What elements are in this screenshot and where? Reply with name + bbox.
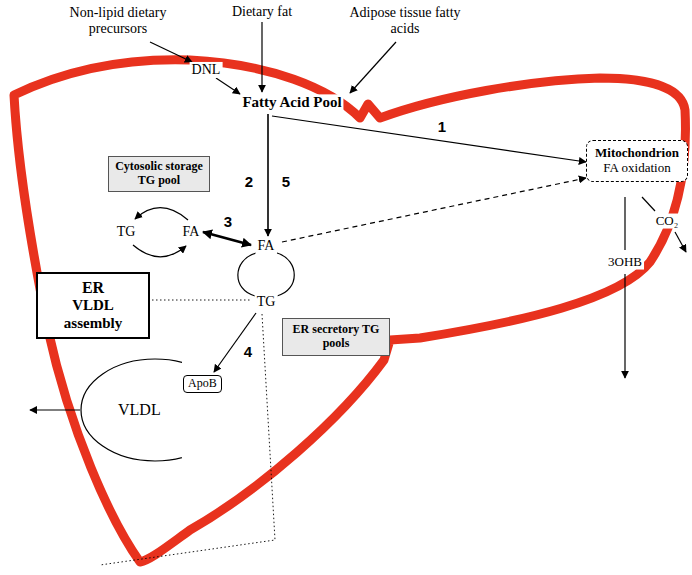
- node-text: VLDL: [118, 401, 161, 419]
- callout-number: 3: [222, 213, 234, 230]
- input-arrow: [261, 22, 262, 92]
- pathway-arrow-dashed: [282, 178, 586, 242]
- product-label: 3OHB: [606, 255, 644, 270]
- node-text: ApoB: [188, 377, 217, 391]
- input-label: Adipose tissue fatty acids: [333, 5, 477, 37]
- product-arrow: [624, 274, 625, 378]
- cycle-arrow: [133, 245, 186, 257]
- assembly-box: ERVLDL assembly: [36, 272, 150, 339]
- input-label: Dietary fat: [230, 4, 294, 20]
- pathway-arrow: [272, 116, 586, 162]
- secretion-arrow: [30, 409, 80, 410]
- pool-species: TG: [255, 294, 278, 310]
- product-arrow: [675, 232, 686, 252]
- pool-species: FA: [181, 224, 202, 240]
- input-arrow: [216, 78, 240, 94]
- liver-outline: [14, 60, 686, 562]
- pathway-arrow: [214, 313, 256, 372]
- node-text: VLDL assembly: [44, 297, 142, 332]
- exchange-arrow: [203, 232, 251, 245]
- product-label: CO₂: [654, 214, 681, 229]
- secretory-pool-box: ER secretory TG pools: [282, 318, 390, 356]
- dotted-leader: [152, 300, 251, 301]
- vldl-particle: VLDL ApoB: [80, 358, 230, 462]
- apob-box: ApoB: [183, 375, 222, 393]
- input-label: Non-lipid dietary precursors: [46, 5, 190, 37]
- node-text: FA oxidation: [591, 161, 683, 176]
- node-text: ER: [44, 279, 142, 297]
- callout-number: 5: [280, 173, 292, 190]
- product-line: [624, 197, 625, 250]
- cycle-arrow: [277, 253, 294, 296]
- particle-outline: [81, 359, 182, 461]
- callout-number: 2: [243, 173, 255, 190]
- cycle-arrow: [135, 208, 188, 220]
- pathway-arrow: [267, 114, 269, 236]
- process-label: DNL: [190, 62, 223, 78]
- callout-number: 1: [436, 118, 448, 135]
- input-arrow: [150, 42, 192, 62]
- pool-species: TG: [115, 224, 138, 240]
- mitochondrion-box: MitochondrionFA oxidation: [586, 140, 688, 182]
- particle-outline: [80, 358, 182, 508]
- node-text: Cytosolic storage TG pool: [113, 160, 205, 188]
- storage-pool-box: Cytosolic storage TG pool: [108, 156, 210, 192]
- pool-species: FA: [256, 238, 277, 254]
- input-arrow: [350, 42, 396, 93]
- product-line: [642, 197, 655, 211]
- callout-number: 4: [242, 343, 254, 360]
- node-text: Mitochondrion: [591, 146, 683, 161]
- cycle-arrow: [238, 253, 256, 296]
- node-text: ER secretory TG pools: [287, 323, 385, 351]
- pool-label: Fatty Acid Pool: [240, 94, 343, 111]
